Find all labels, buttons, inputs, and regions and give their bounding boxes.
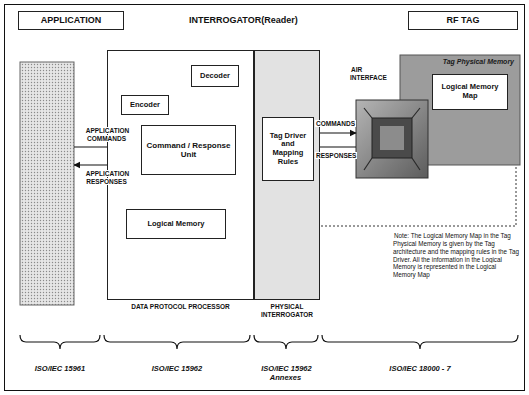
air-interface-label: AIR INTERFACE [350,66,388,81]
arrow-label: APPLICATION COMMANDS [85,127,130,142]
tag-memory-box: Tag Physical MemoryLogical Memory Map [400,55,520,165]
standard-label: ISO/IEC 15962 [151,364,203,373]
tag-chip [356,100,428,178]
outer-frame [5,5,525,391]
interrogator-region: PHYSICAL INTERROGATORTag Driver and Mapp… [254,50,320,300]
tag-driver-box: Tag Driver and Mapping Rules [262,117,314,181]
box-label: RF TAG [447,15,480,25]
arrow-label-holder: APPLICATION RESPONSES [80,170,134,186]
reader-heading-holder: INTERROGATOR(Reader) [188,15,328,26]
standard-label-holder: ISO/IEC 15962 Annexes [251,364,321,382]
box-label: Command / Response Unit [145,141,232,159]
standard-label: ISO/IEC 15962 Annexes [260,364,311,382]
arrow-label-holder: APPLICATION COMMANDS [80,127,134,143]
box-label: Logical Memory [147,220,204,229]
reader-heading: INTERROGATOR(Reader) [188,15,299,25]
standard-label-holder: ISO/IEC 15961 [15,364,105,373]
arrow-label: RESPONSES [315,152,357,159]
standard-braces [20,335,518,349]
note-text: Note: The Logical Memory Map in the Tag … [393,232,519,278]
encoder-box: Encoder [121,95,169,115]
standard-label: ISO/IEC 18000 - 7 [388,364,451,373]
box-label: Tag Physical Memory [400,55,520,65]
memory-box: Logical Memory [126,209,226,239]
box-label: APPLICATION [41,15,101,25]
region-label: PHYSICAL INTERROGATOR [253,303,321,319]
memory-map-box: Logical Memory Map [432,74,508,110]
arrow-label-holder: COMMANDS [315,120,355,128]
header-box: RF TAG [408,11,518,30]
note-text-holder: Note: The Logical Memory Map in the Tag … [393,232,520,279]
box-label: Decoder [200,72,230,81]
arrow-label: APPLICATION RESPONSES [85,170,130,185]
arrow-label: COMMANDS [315,120,356,127]
box-label: Encoder [130,101,160,110]
command-unit-box: Command / Response Unit [141,125,236,175]
standard-label: ISO/IEC 15961 [34,364,86,373]
decoder-box: Decoder [191,65,239,87]
arrow-label-holder: RESPONSES [315,152,357,160]
box-label: Logical Memory Map [436,83,504,100]
region-label: DATA PROTOCOL PROCESSOR [106,303,255,311]
header-box: APPLICATION [18,11,124,30]
application-block [20,62,74,305]
processor-region: DATA PROTOCOL PROCESSORDecoderEncoderCom… [107,50,254,300]
standard-label-holder: ISO/IEC 18000 - 7 [370,364,470,373]
air-interface-label-holder: AIR INTERFACE [350,66,392,82]
box-label: Tag Driver and Mapping Rules [266,132,310,167]
standard-label-holder: ISO/IEC 15962 [132,364,222,373]
